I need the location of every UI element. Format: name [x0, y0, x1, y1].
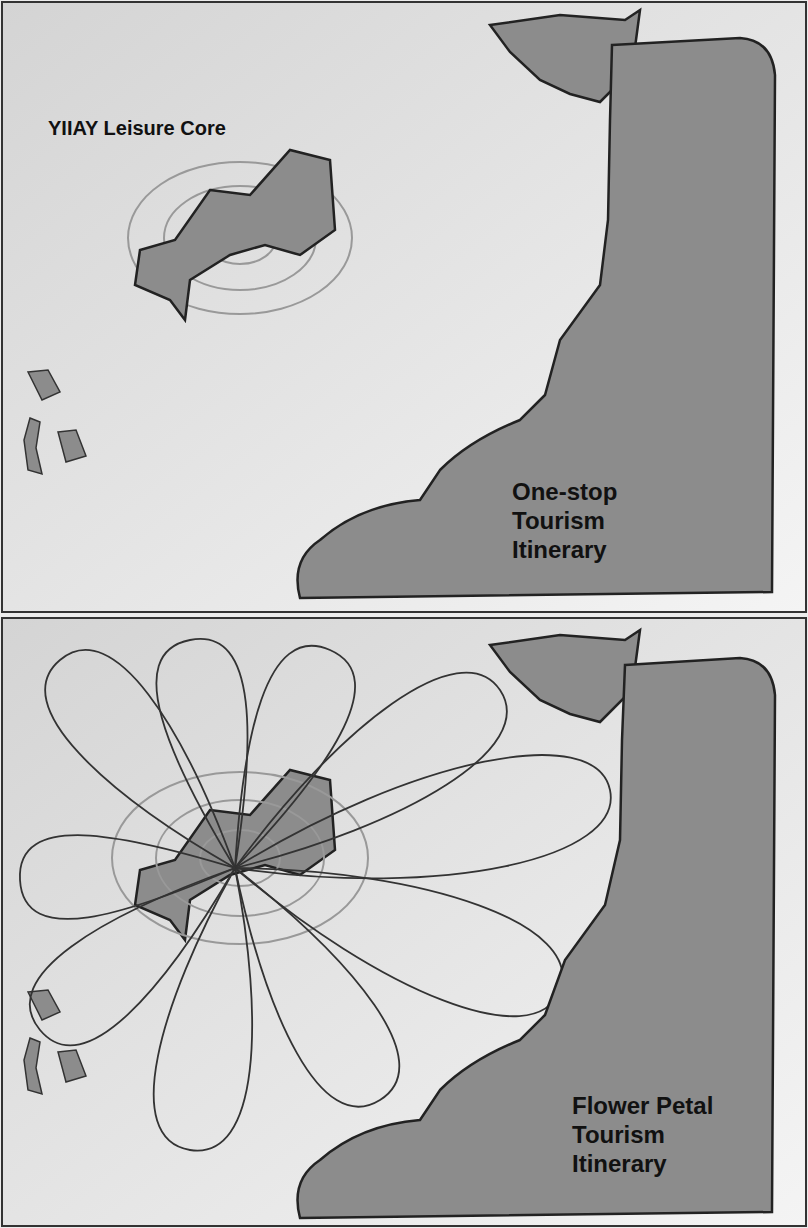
leisure-core: YIIAY Leisure Core [40, 110, 340, 325]
petal-loop [235, 646, 355, 868]
region-label: YIIAY Leisure Core [48, 116, 308, 140]
petal-loop [235, 868, 399, 1107]
core-rings [112, 772, 368, 944]
islands [24, 370, 86, 474]
region-label: Flower Petal Tourism Itinerary [290, 650, 785, 1225]
land-region [40, 110, 340, 325]
petal-loop [30, 868, 235, 1045]
land-region [490, 630, 640, 722]
petal-loop [235, 755, 611, 878]
region-outline [135, 150, 335, 320]
petal-loop [154, 868, 252, 1151]
petal-loop [156, 639, 247, 868]
petal-loop [235, 673, 507, 868]
land-region [290, 650, 785, 1225]
region-label: One-stop Tourism Itinerary [512, 478, 652, 564]
petal-loop [235, 868, 563, 1016]
region-outline [298, 658, 776, 1218]
top-panel [2, 2, 806, 612]
region-label: One-stop Tourism Itinerary [290, 30, 785, 605]
region-label: Flower Petal Tourism Itinerary [572, 1092, 737, 1178]
petal-loop [20, 835, 235, 919]
region-outline [298, 38, 776, 598]
bottom-panel [2, 618, 806, 1226]
